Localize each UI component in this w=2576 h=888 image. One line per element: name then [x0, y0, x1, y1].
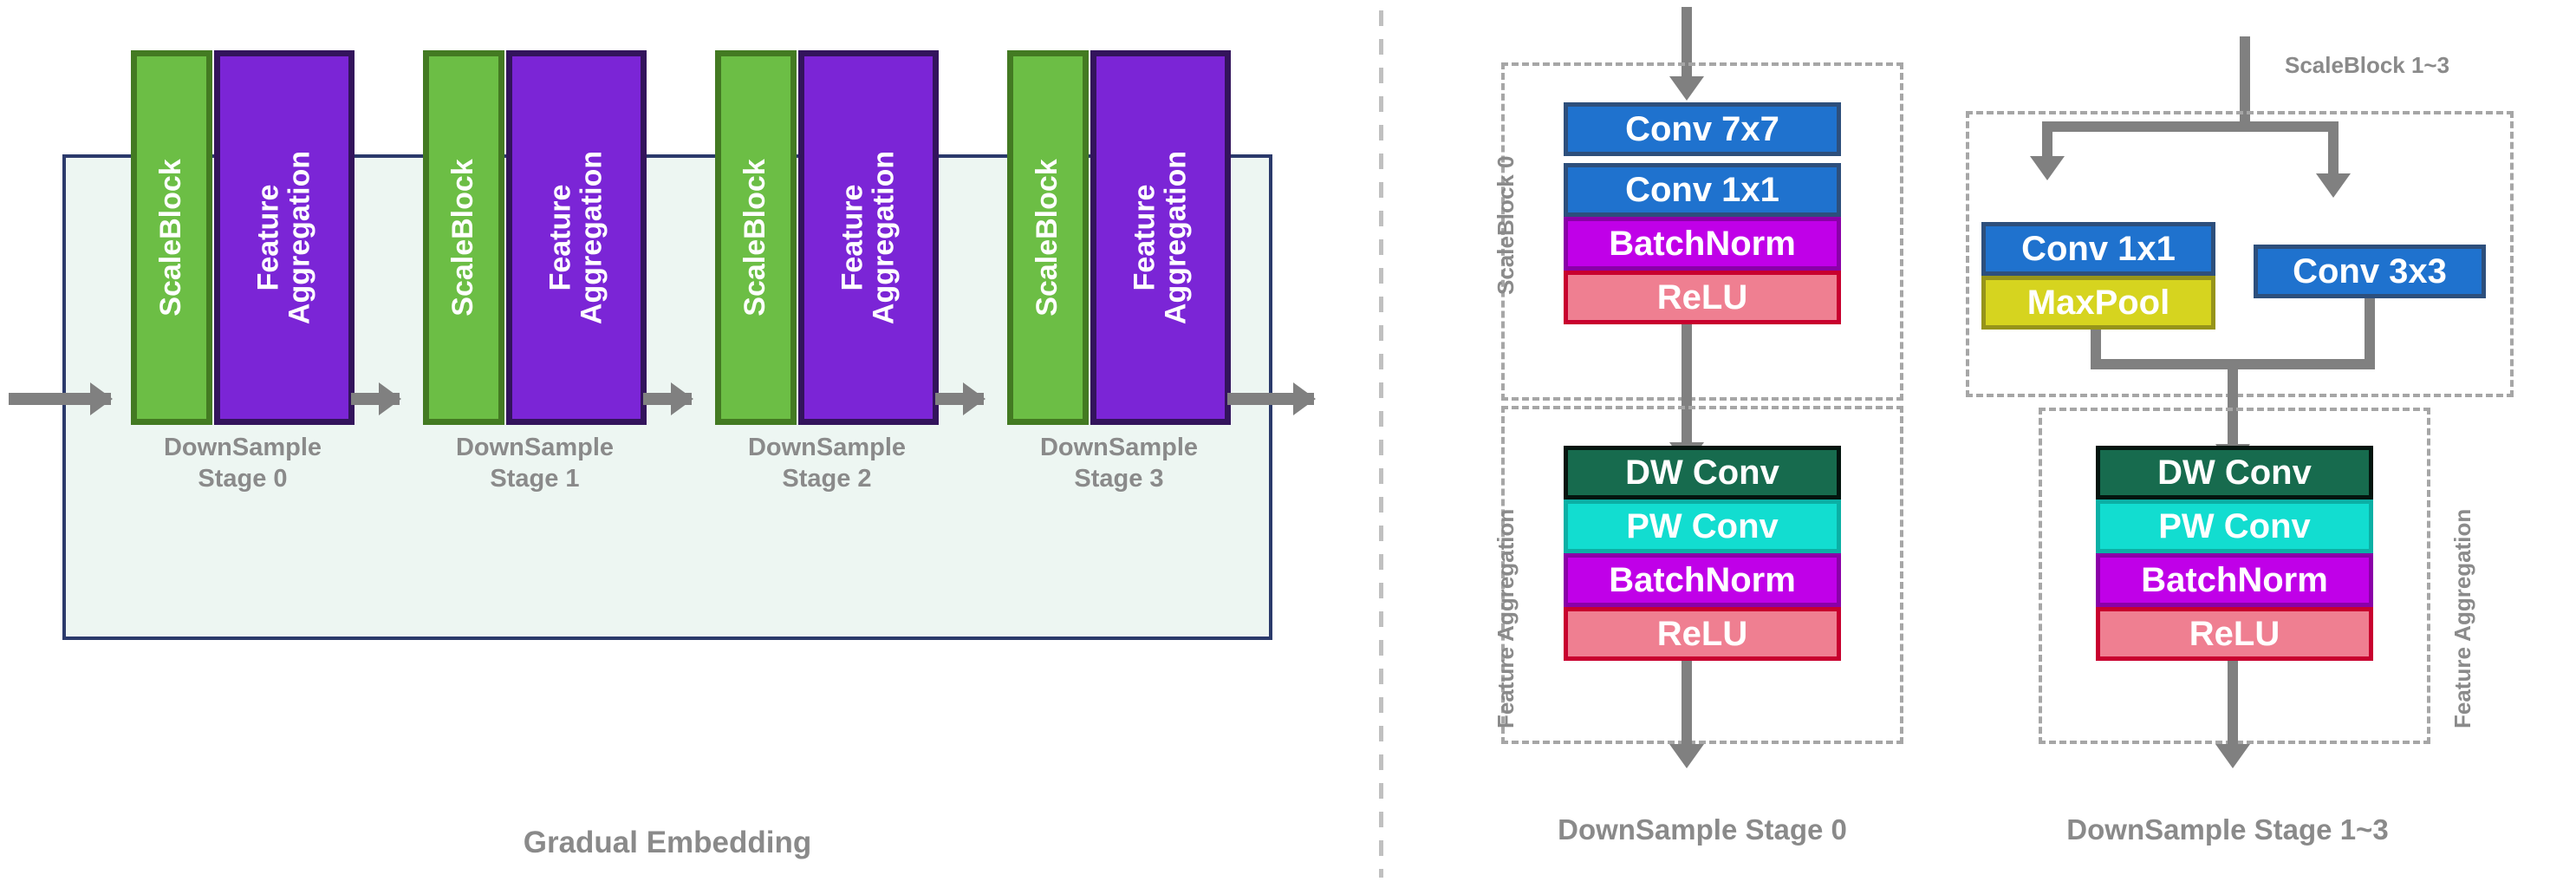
stage-arrow-2-3 — [935, 393, 984, 405]
right-layer-conv3x3[interactable]: Conv 3x3 — [2254, 245, 2486, 298]
stage-caption-0: DownSample Stage 0 — [131, 432, 355, 495]
right-layer-dwconv[interactable]: DW Conv — [2096, 446, 2373, 500]
scaleblock-box-0[interactable]: ScaleBlock — [131, 50, 212, 425]
right-input-line — [2240, 36, 2250, 127]
scaleblock-label-0: ScaleBlock — [154, 159, 188, 317]
feature-aggregation-label-3: Feature Aggregation — [1128, 150, 1192, 325]
downsample-stage-0: ScaleBlock Feature Aggregation DownSampl… — [131, 50, 355, 493]
scaleblock-1-3-group — [1966, 111, 2514, 397]
downsample-stage-3: ScaleBlock Feature Aggregation DownSampl… — [1007, 50, 1231, 493]
scaleblock-label-1: ScaleBlock — [446, 159, 480, 317]
middle-aggregation-group-label: Feature Aggregation — [1493, 508, 1519, 728]
right-layer-relu[interactable]: ReLU — [2096, 607, 2373, 661]
gradual-embedding-caption: Gradual Embedding — [523, 826, 812, 859]
stage-caption-line2-2: Stage 2 — [782, 465, 872, 493]
scaleblock-0-group-label: ScaleBlock 0 — [1493, 155, 1519, 295]
feature-aggregation-label-0: Feature Aggregation — [251, 150, 315, 325]
stage-caption-3: DownSample Stage 3 — [1007, 432, 1231, 495]
stage-caption-2: DownSample Stage 2 — [715, 432, 939, 495]
downsample-stage-2: ScaleBlock Feature Aggregation DownSampl… — [715, 50, 939, 493]
feature-aggregation-box-2[interactable]: Feature Aggregation — [798, 50, 939, 425]
stage-caption-line2-0: Stage 0 — [198, 465, 288, 493]
scaleblock-1-3-group-label: ScaleBlock 1~3 — [2285, 52, 2450, 78]
stage-arrow-0-1 — [351, 393, 400, 405]
feature-aggregation-box-0[interactable]: Feature Aggregation — [214, 50, 355, 425]
output-arrow — [1227, 393, 1314, 405]
panel-divider — [1379, 10, 1383, 878]
middle-layer-relu-2[interactable]: ReLU — [1564, 607, 1841, 661]
middle-layer-batchnorm-2[interactable]: BatchNorm — [1564, 553, 1841, 607]
stage-caption-line2-3: Stage 3 — [1074, 465, 1164, 493]
right-merge-arrow — [2228, 359, 2238, 446]
right-right-merge-line — [2365, 298, 2375, 369]
stage-caption-1: DownSample Stage 1 — [423, 432, 647, 495]
feature-aggregation-label-1: Feature Aggregation — [543, 150, 608, 325]
middle-input-arrow — [1682, 7, 1692, 78]
right-left-branch-arrow — [2042, 121, 2052, 158]
right-split-bar — [2042, 121, 2339, 132]
feature-aggregation-box-1[interactable]: Feature Aggregation — [506, 50, 647, 425]
right-layer-batchnorm[interactable]: BatchNorm — [2096, 553, 2373, 607]
right-output-arrow — [2228, 661, 2238, 746]
middle-layer-pwconv[interactable]: PW Conv — [1564, 500, 1841, 553]
stage-caption-line1-1: DownSample — [455, 434, 615, 461]
scaleblock-0-group — [1501, 62, 1903, 401]
stage-arrow-1-2 — [643, 393, 692, 405]
middle-layer-dwconv[interactable]: DW Conv — [1564, 446, 1841, 500]
scaleblock-label-2: ScaleBlock — [738, 159, 772, 317]
downsample-stage-1: ScaleBlock Feature Aggregation DownSampl… — [423, 50, 647, 493]
right-layer-conv1x1[interactable]: Conv 1x1 — [1981, 222, 2215, 276]
middle-layer-batchnorm[interactable]: BatchNorm — [1564, 217, 1841, 271]
stage-caption-line1-2: DownSample — [747, 434, 907, 461]
scaleblock-box-1[interactable]: ScaleBlock — [423, 50, 504, 425]
stage-caption-line2-1: Stage 1 — [490, 465, 580, 493]
right-layer-pwconv[interactable]: PW Conv — [2096, 500, 2373, 553]
right-layer-maxpool[interactable]: MaxPool — [1981, 276, 2215, 330]
middle-mid-arrow — [1682, 324, 1692, 444]
middle-aggregation-group — [1501, 406, 1903, 744]
middle-layer-relu[interactable]: ReLU — [1564, 271, 1841, 324]
feature-aggregation-box-3[interactable]: Feature Aggregation — [1090, 50, 1231, 425]
right-panel-caption: DownSample Stage 1~3 — [2066, 813, 2389, 846]
stage-caption-line1-0: DownSample — [163, 434, 322, 461]
middle-layer-conv7x7[interactable]: Conv 7x7 — [1564, 102, 1841, 156]
right-right-branch-arrow — [2328, 121, 2339, 175]
feature-aggregation-label-2: Feature Aggregation — [836, 150, 900, 325]
right-aggregation-group-label: Feature Aggregation — [2449, 508, 2475, 728]
scaleblock-label-3: ScaleBlock — [1031, 159, 1064, 317]
input-arrow — [9, 393, 111, 405]
middle-output-arrow — [1682, 661, 1692, 746]
middle-panel-caption: DownSample Stage 0 — [1558, 813, 1847, 846]
scaleblock-box-3[interactable]: ScaleBlock — [1007, 50, 1089, 425]
stage-caption-line1-3: DownSample — [1039, 434, 1199, 461]
scaleblock-box-2[interactable]: ScaleBlock — [715, 50, 797, 425]
middle-layer-conv1x1[interactable]: Conv 1x1 — [1564, 163, 1841, 217]
